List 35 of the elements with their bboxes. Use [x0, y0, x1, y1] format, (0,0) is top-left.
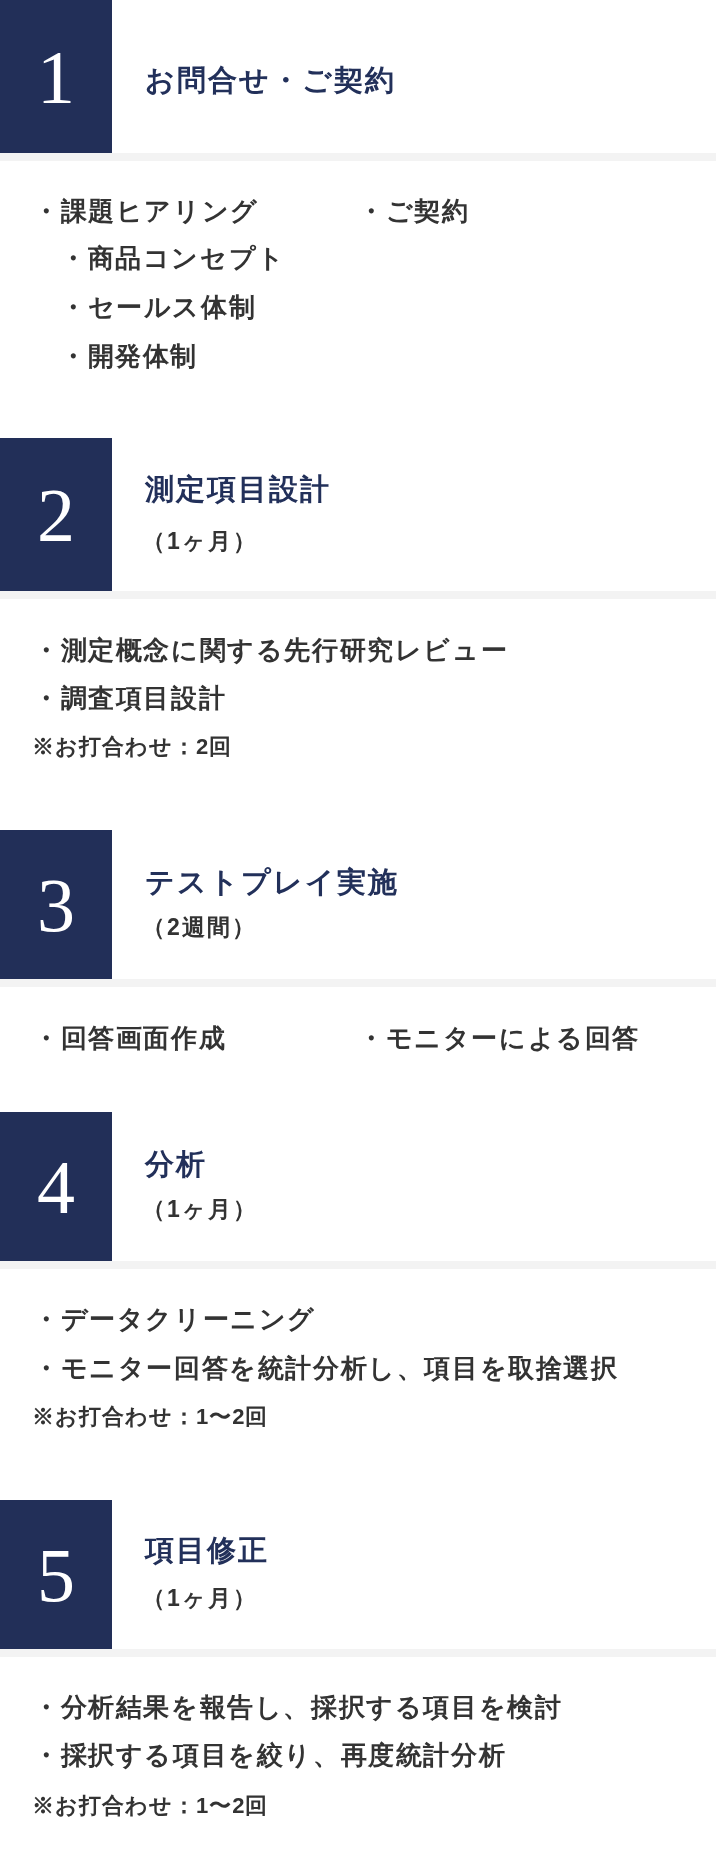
step-header-band — [0, 830, 716, 987]
step-header-band — [0, 438, 716, 599]
step-title: 分析 — [145, 1147, 207, 1182]
step-number-box: 4 — [0, 1112, 112, 1261]
duration-text: （1ヶ月） — [142, 527, 258, 556]
bullet-item: ・ご契約 — [358, 195, 470, 228]
bullet-item: ・モニター回答を統計分析し、項目を取捨選択 — [33, 1352, 619, 1385]
note-text: ※お打合わせ：1〜2回 — [32, 1792, 269, 1820]
step-number-box: 1 — [0, 0, 112, 153]
step-title: お問合せ・ご契約 — [145, 63, 396, 98]
bullet-item: ・回答画面作成 — [33, 1022, 227, 1055]
bullet-item: ・調査項目設計 — [33, 682, 227, 715]
note-text: ※お打合わせ：1〜2回 — [32, 1403, 269, 1431]
step-title: 項目修正 — [145, 1533, 269, 1568]
bullet-item: ・採択する項目を絞り、再度統計分析 — [33, 1739, 507, 1772]
step-title: テストプレイ実施 — [145, 865, 399, 900]
step-number-box: 2 — [0, 438, 112, 591]
bullet-item: ・課題ヒアリング — [33, 195, 259, 228]
step-title: 測定項目設計 — [145, 472, 331, 507]
duration-text: （2週間） — [142, 913, 257, 942]
note-text: ※お打合わせ：2回 — [32, 733, 233, 761]
bullet-item: ・データクリーニング — [33, 1303, 316, 1336]
bullet-item: ・商品コンセプト — [60, 242, 286, 275]
step-number-box: 5 — [0, 1500, 112, 1649]
bullet-item: ・分析結果を報告し、採択する項目を検討 — [33, 1691, 563, 1724]
bullet-item: ・セールス体制 — [60, 291, 257, 324]
bullet-item: ・モニターによる回答 — [358, 1022, 640, 1055]
step-header-band — [0, 0, 716, 161]
bullet-item: ・測定概念に関する先行研究レビュー — [33, 634, 509, 667]
step-number-box: 3 — [0, 830, 112, 979]
step-header-band — [0, 1112, 716, 1269]
duration-text: （1ヶ月） — [142, 1195, 258, 1224]
bullet-item: ・開発体制 — [60, 340, 198, 373]
step-header-band — [0, 1500, 716, 1657]
duration-text: （1ヶ月） — [142, 1584, 258, 1613]
